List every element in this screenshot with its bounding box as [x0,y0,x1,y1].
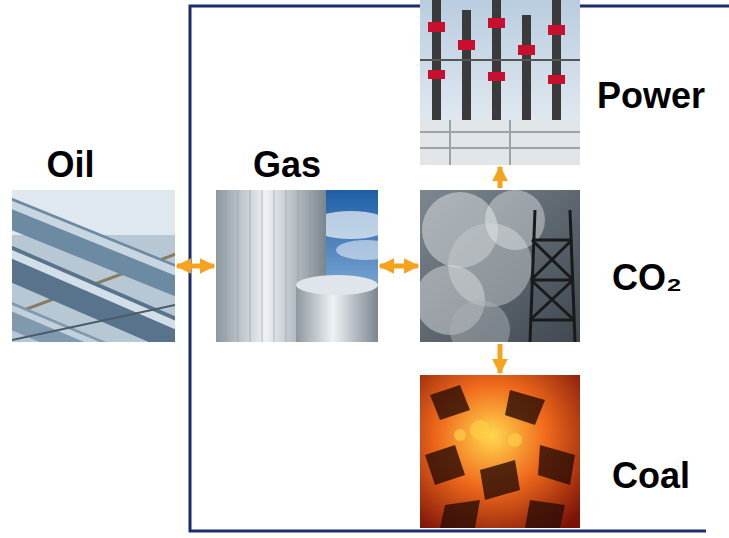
switchgear-photo-part [428,18,565,84]
fire-photo-part-part [470,420,490,440]
smoke-photo-part-part [530,280,573,320]
photo-node: Power [420,0,580,165]
switchgear-photo-part-part [518,45,535,55]
tank-photo [216,190,378,342]
switchgear-photo-part-part [449,120,451,165]
node-title: Coal [612,455,690,496]
flow-arrow [380,264,418,269]
fire-photo-part [454,420,522,447]
switchgear-photo-part-part [548,25,565,35]
smoke-photo-part-part [531,279,573,282]
node-label: Power [597,75,705,116]
switchgear-photo-part-part [548,75,565,84]
tank-photo-part [336,240,378,260]
fire-photo-part [425,385,575,528]
photo-node: Gas [216,190,378,342]
switchgear-photo-part-part [420,147,580,149]
node-label: Gas [253,144,321,185]
node-label: CO₂ [612,257,682,298]
smoke-photo-part [450,300,510,342]
tank-photo-part [296,275,378,295]
switchgear-photo-part-part [552,0,561,135]
switchgear-photo-part-part [458,40,475,50]
node-title: CO₂ [612,257,682,298]
switchgear-photo [420,0,580,165]
smoke-photo-part-part [530,319,574,322]
switchgear-photo-part [420,120,580,165]
switchgear-photo-part-part [522,15,531,135]
tank-photo-part-part [250,190,251,342]
node-title: Oil [46,144,94,185]
smoke-photo-part-part [531,280,574,320]
tank-photo-part-part [286,190,287,342]
smoke-photo-part-part [532,240,573,280]
switchgear-photo-part-part [509,120,511,165]
smoke-photo [420,190,580,342]
switchgear-photo-part [420,120,580,165]
pipeline-photo [12,190,175,342]
fire-photo-part-part [505,390,545,425]
flow-arrow [498,167,503,188]
fire-photo-part-part [440,500,480,528]
switchgear-photo-part-part [428,70,445,79]
node-title: Gas [253,144,321,185]
tank-photo-part-part [238,190,239,342]
photo-node: Oil [12,190,175,342]
switchgear-photo-part [420,0,580,165]
switchgear-photo-part-part [488,72,505,81]
fire-photo-part-part [425,445,465,485]
node-label: Oil [46,144,94,185]
switchgear-photo-part-part [428,22,445,32]
smoke-photo-part [530,210,575,342]
tank-photo-part-part [262,190,263,342]
flow-arrow [177,264,214,269]
smoke-photo-part-part [532,239,572,242]
switchgear-photo-part-part [462,10,471,135]
fire-photo-part [420,375,580,528]
switchgear-photo-part-part [488,18,505,28]
tank-photo-part-part [226,190,227,342]
switchgear-photo-part-part [432,0,441,135]
switchgear-photo-part-part [420,131,580,133]
switchgear-photo-part [420,59,580,61]
fire-photo-part-part [480,460,520,500]
fire-photo-part-part [525,500,565,528]
smoke-photo-part-part [531,240,572,280]
flow-arrow [498,344,503,373]
fire-photo-part-part [454,429,466,441]
node-title: Power [597,75,705,116]
fire-photo-part-part [538,445,575,485]
photo-node: CO₂ [420,190,580,342]
fire-photo [420,375,580,528]
photo-node: Coal [420,375,580,528]
node-label: Coal [612,455,690,496]
tank-photo-part-part [274,190,275,342]
fire-photo-part-part [430,385,470,420]
fire-photo-part-part [508,433,522,447]
switchgear-photo-part [432,0,561,135]
pipeline-photo-part [12,305,175,340]
